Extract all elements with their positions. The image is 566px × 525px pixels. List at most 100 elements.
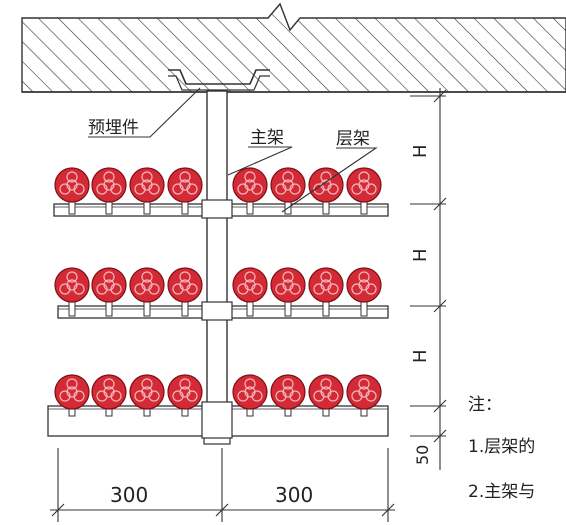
bottom-offset-label: 50	[413, 445, 432, 465]
left-width-label: 300	[110, 483, 148, 507]
cable-core	[320, 378, 332, 390]
cable	[54, 374, 90, 410]
tier-3	[47, 374, 389, 439]
tier-spacing-label-3: H	[410, 349, 431, 363]
ceiling-slab	[21, 2, 566, 93]
tier-spacing-label-1: H	[410, 144, 431, 158]
cable-sheath	[346, 374, 382, 410]
cable	[129, 167, 165, 203]
cable	[270, 374, 306, 410]
cable-sheath	[346, 167, 382, 203]
cable-sheath	[91, 167, 127, 203]
cable-core	[66, 378, 78, 390]
notes-title: 注：	[468, 395, 502, 415]
cable-core	[103, 386, 115, 398]
cable-sheath	[270, 374, 306, 410]
embedded-part	[168, 69, 270, 91]
cable-core	[141, 179, 153, 191]
cable-core	[66, 179, 78, 191]
cable-core	[244, 378, 256, 390]
cable-sheath	[308, 374, 344, 410]
cable	[54, 267, 90, 303]
cable	[91, 374, 127, 410]
tier-support-label: 层架	[336, 129, 370, 149]
tier-2	[54, 267, 389, 321]
cable-core	[244, 171, 256, 183]
cable-core	[141, 378, 153, 390]
cable-core	[282, 378, 294, 390]
cable-sheath	[270, 167, 306, 203]
cable	[232, 167, 268, 203]
cable-sheath	[167, 374, 203, 410]
tier-connection	[201, 401, 233, 439]
cable-core	[358, 179, 370, 191]
cable	[54, 167, 90, 203]
cable-core	[244, 386, 256, 398]
cable-core	[320, 271, 332, 283]
horizontal-dimension	[50, 448, 395, 522]
cable-core	[320, 279, 332, 291]
leader-main	[227, 146, 293, 176]
cable-core	[244, 271, 256, 283]
cable	[129, 374, 165, 410]
cable-core	[141, 171, 153, 183]
tier-connection	[201, 301, 233, 321]
cable	[308, 374, 344, 410]
cable-sheath	[167, 267, 203, 303]
cable-core	[141, 271, 153, 283]
cable-core	[66, 279, 78, 291]
vertical-dimension	[410, 88, 447, 470]
cable-core	[179, 271, 191, 283]
cable	[167, 374, 203, 410]
cable	[232, 374, 268, 410]
cable-core	[179, 279, 191, 291]
cable-sheath	[54, 167, 90, 203]
leader-tier	[281, 147, 378, 213]
cable-sheath	[91, 374, 127, 410]
cable	[308, 167, 344, 203]
cable-sheath	[54, 267, 90, 303]
cable-core	[320, 386, 332, 398]
cable-core	[179, 386, 191, 398]
cable-core	[244, 179, 256, 191]
embedded-part-label: 预埋件	[88, 118, 139, 138]
cable-core	[103, 279, 115, 291]
cable-core	[244, 279, 256, 291]
cable	[167, 267, 203, 303]
cable-core	[358, 386, 370, 398]
cable	[346, 267, 382, 303]
leader-embedded	[88, 87, 201, 138]
right-width-label: 300	[275, 483, 313, 507]
cable	[346, 374, 382, 410]
notes-item-1: 1.层架的	[468, 437, 536, 457]
cable-sheath	[129, 167, 165, 203]
cable-sheath	[232, 267, 268, 303]
cable	[308, 267, 344, 303]
cable	[91, 267, 127, 303]
notes-item-2: 2.主架与	[468, 482, 536, 502]
cable-sheath	[308, 167, 344, 203]
cable	[270, 167, 306, 203]
cable-core	[282, 171, 294, 183]
cable-core	[141, 386, 153, 398]
cable-core	[358, 271, 370, 283]
tiers	[47, 167, 389, 439]
cable-core	[66, 271, 78, 283]
cable-core	[103, 171, 115, 183]
cable-core	[358, 279, 370, 291]
cable-core	[179, 378, 191, 390]
cable-sheath	[91, 267, 127, 303]
tier-connection	[201, 199, 233, 219]
cable-sheath	[129, 267, 165, 303]
cable	[129, 267, 165, 303]
cable-sheath	[232, 167, 268, 203]
cable-sheath	[129, 374, 165, 410]
cable-sheath	[308, 267, 344, 303]
cable-sheath	[346, 267, 382, 303]
cable-sheath	[270, 267, 306, 303]
cable-core	[179, 179, 191, 191]
cable-core	[282, 279, 294, 291]
leader-lines	[88, 87, 378, 213]
cable	[232, 267, 268, 303]
cable-sheath	[232, 374, 268, 410]
